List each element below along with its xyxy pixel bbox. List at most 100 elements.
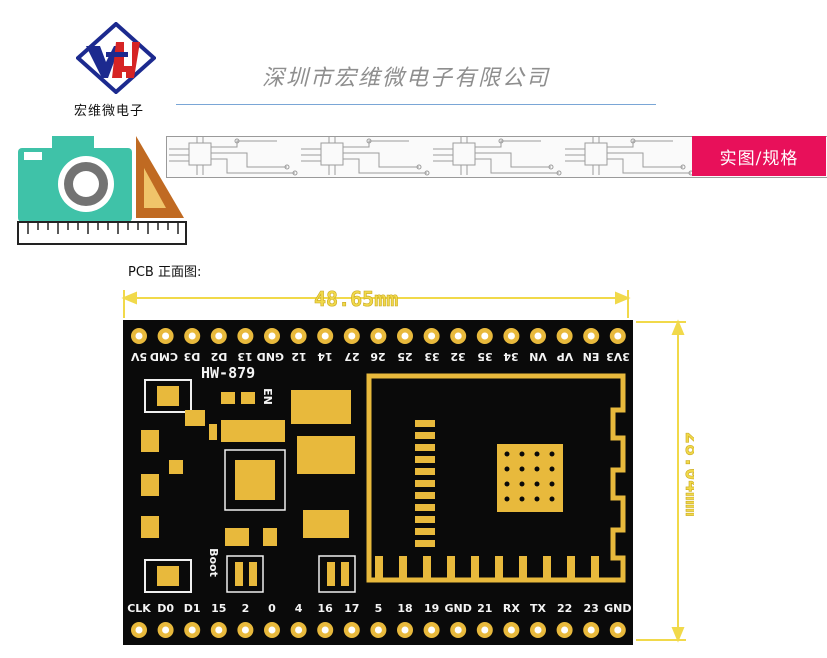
top-pin-pad-hole <box>374 332 382 340</box>
thermal-via <box>549 466 555 472</box>
board-model: HW-879 <box>201 364 256 382</box>
top-pin-pad-hole <box>481 332 489 340</box>
module-pad <box>495 556 503 578</box>
bottom-pin-pad-hole <box>454 626 462 634</box>
module-bottom-pads <box>375 556 599 578</box>
bottom-pin-pad-hole <box>162 626 170 634</box>
thermal-via <box>534 466 540 472</box>
bottom-pin-pad-hole <box>561 626 569 634</box>
banner-tag: 实图/规格 <box>692 136 826 176</box>
top-pin-label: 35 <box>477 350 493 363</box>
module-pad <box>567 556 575 578</box>
logo-caption: 宏维微电子 <box>74 104 145 119</box>
bottom-pin-pad-hole <box>188 626 196 634</box>
thermal-via <box>534 496 540 502</box>
header-divider <box>176 104 656 105</box>
top-pin-pad-hole <box>587 332 595 340</box>
top-pin-pad-hole <box>295 332 303 340</box>
top-pin-pad-hole <box>268 332 276 340</box>
top-pin-label: 3V3 <box>605 350 630 363</box>
bottom-pin-label: 17 <box>344 602 360 615</box>
boot-label: Boot <box>206 548 220 577</box>
height-dimension: 28.04mm <box>664 430 706 550</box>
thermal-via <box>504 481 510 487</box>
bottom-pin-pad-hole <box>614 626 622 634</box>
module-outline <box>366 373 626 583</box>
thermal-via <box>504 451 510 457</box>
module-pad <box>471 556 479 578</box>
company-logo <box>75 21 157 95</box>
company-name: 深圳市宏维微电子有限公司 <box>262 66 551 91</box>
top-pin-pad-hole <box>428 332 436 340</box>
top-pin-label: 27 <box>344 350 360 363</box>
bottom-pin-label: CLK <box>127 602 151 615</box>
top-pin-pad-hole <box>507 332 515 340</box>
module-pad <box>423 556 431 578</box>
bottom-pin-label: TX <box>530 602 546 615</box>
bottom-pin-label: 0 <box>268 602 276 615</box>
top-pin-pad-hole <box>188 332 196 340</box>
thermal-via <box>519 451 525 457</box>
bottom-pin-label: GND <box>604 602 632 615</box>
bottom-pin-pad-hole <box>534 626 542 634</box>
top-pin-label: GND <box>256 350 284 363</box>
bottom-pin-label: 23 <box>583 602 599 615</box>
top-pin-label: 33 <box>423 350 440 363</box>
bottom-pin-pad-hole <box>295 626 303 634</box>
height-dim-text: 28.04mm <box>681 432 694 516</box>
thermal-via <box>504 496 510 502</box>
bottom-pin-pad-hole <box>215 626 223 634</box>
thermal-via <box>519 481 525 487</box>
bottom-pin-label: 18 <box>397 602 413 615</box>
board-artwork <box>131 328 626 638</box>
top-pin-label: 5V <box>130 350 148 363</box>
thermal-via <box>549 451 555 457</box>
camera-ruler-icon <box>16 130 188 248</box>
top-pin-label: VN <box>529 350 547 363</box>
bottom-pin-pad-hole <box>268 626 276 634</box>
top-pin-pad-hole <box>348 332 356 340</box>
circuit-pattern <box>169 136 694 176</box>
bottom-pin-label: 5 <box>374 602 383 615</box>
top-pin-pad-hole <box>614 332 622 340</box>
module-pad <box>519 556 527 578</box>
top-pin-label: VP <box>556 350 573 363</box>
bottom-pin-pad-hole <box>321 626 329 634</box>
thermal-via <box>519 466 525 472</box>
top-pin-pad-hole <box>561 332 569 340</box>
width-dimension: 48.65mm <box>312 286 442 316</box>
bottom-pin-label: 21 <box>477 602 493 615</box>
bottom-pin-label: 16 <box>317 602 333 615</box>
top-pin-label: 34 <box>503 350 520 363</box>
bottom-pin-pad-hole <box>428 626 436 634</box>
thermal-via <box>549 481 555 487</box>
bottom-pin-label: GND <box>444 602 472 615</box>
thermal-via <box>534 451 540 457</box>
top-pin-label: 26 <box>370 350 387 363</box>
module-pad <box>447 556 455 578</box>
top-pin-pad-hole <box>454 332 462 340</box>
module-pad <box>543 556 551 578</box>
top-pin-label: 14 <box>317 350 333 363</box>
top-pin-label: 12 <box>290 350 307 363</box>
module-pad <box>399 556 407 578</box>
bottom-pin-label: 2 <box>241 602 250 615</box>
thermal-via <box>519 496 525 502</box>
top-pin-pad-hole <box>162 332 170 340</box>
top-pin-pad-hole <box>135 332 143 340</box>
thermal-via <box>504 466 510 472</box>
module-pad <box>375 556 383 578</box>
bottom-pin-pad-hole <box>401 626 409 634</box>
top-pin-label: D3 <box>183 350 201 363</box>
top-pin-label: CMD <box>149 350 178 363</box>
top-pin-label: D2 <box>210 350 228 363</box>
bottom-pin-label: 4 <box>294 602 303 615</box>
pcb-caption: PCB 正面图: <box>128 265 202 280</box>
bottom-pin-label: D1 <box>183 602 201 615</box>
bottom-pin-label: 22 <box>556 602 573 615</box>
bottom-pin-label: D0 <box>157 602 174 615</box>
thermal-via <box>549 496 555 502</box>
top-pin-pad-hole <box>534 332 542 340</box>
bottom-pin-pad-hole <box>241 626 249 634</box>
